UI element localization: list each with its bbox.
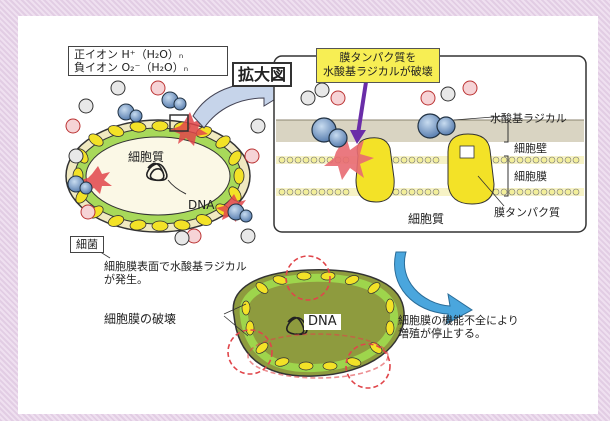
membrane-protein-damaged — [355, 137, 395, 203]
down-arrow — [394, 251, 473, 325]
burst-zoom — [324, 136, 374, 180]
zoom-title: 拡大図 — [232, 62, 293, 88]
caption-line1: 細胞膜表面で水酸基ラジカル — [104, 260, 247, 273]
bottom-note-line1: 細胞膜の機能不全により — [398, 314, 519, 327]
cell-membrane-label: 細胞膜 — [514, 170, 547, 183]
oh-radicals-zoom — [311, 113, 456, 148]
bottom-note-line2: 増殖が停止する。 — [398, 327, 486, 341]
caption-line2: が発生。 — [104, 273, 148, 287]
lipid-heads — [278, 156, 580, 196]
damage-circles — [227, 255, 391, 389]
membrane-protein-label: 膜タンパク質 — [494, 206, 560, 219]
dna-tangle-left — [146, 162, 168, 182]
cell-wall-label: 細胞壁 — [514, 142, 547, 155]
callout-line1: 膜タンパク質を — [339, 51, 417, 64]
diagram-panel: 正イオン H⁺（H₂O）ₙ 負イオン O₂⁻（H₂O）ₙ 拡大図 膜タンパク質を… — [18, 16, 598, 414]
legend-negative: 負イオン O₂⁻（H₂O）ₙ — [74, 61, 189, 75]
callout-line2: 水酸基ラジカルが破壊 — [323, 65, 433, 79]
ions-left — [65, 80, 260, 244]
diagram-graphics — [65, 55, 587, 389]
dna-label-left: DNA — [188, 198, 215, 212]
callout-box: 膜タンパク質を 水酸基ラジカルが破壊 — [316, 48, 440, 83]
zoom-source-marker — [169, 114, 189, 132]
dna-label-bottom: DNA — [304, 314, 341, 330]
callout-arrow — [356, 81, 368, 135]
membrane-protein-intact — [447, 133, 495, 205]
caption-left: 細胞膜表面で水酸基ラジカル が発生。 — [104, 260, 247, 286]
oh-radicals-left — [67, 91, 253, 223]
legend-positive: 正イオン H⁺（H₂O）ₙ — [74, 48, 184, 61]
ion-legend: 正イオン H⁺（H₂O）ₙ 負イオン O₂⁻（H₂O）ₙ — [68, 46, 228, 77]
cytoplasm-label-left: 細胞質 — [128, 150, 165, 164]
cytoplasm-label-zoom: 細胞質 — [408, 212, 445, 226]
radical-label: 水酸基ラジカル — [490, 112, 567, 125]
membrane-proteins-bottom — [241, 271, 395, 371]
bottom-note: 細胞膜の機能不全により 増殖が停止する。 — [398, 314, 519, 340]
membrane-break-label: 細胞膜の破壊 — [104, 312, 177, 326]
bacteria-label: 細菌 — [70, 236, 104, 254]
zoom-panel — [273, 55, 587, 233]
